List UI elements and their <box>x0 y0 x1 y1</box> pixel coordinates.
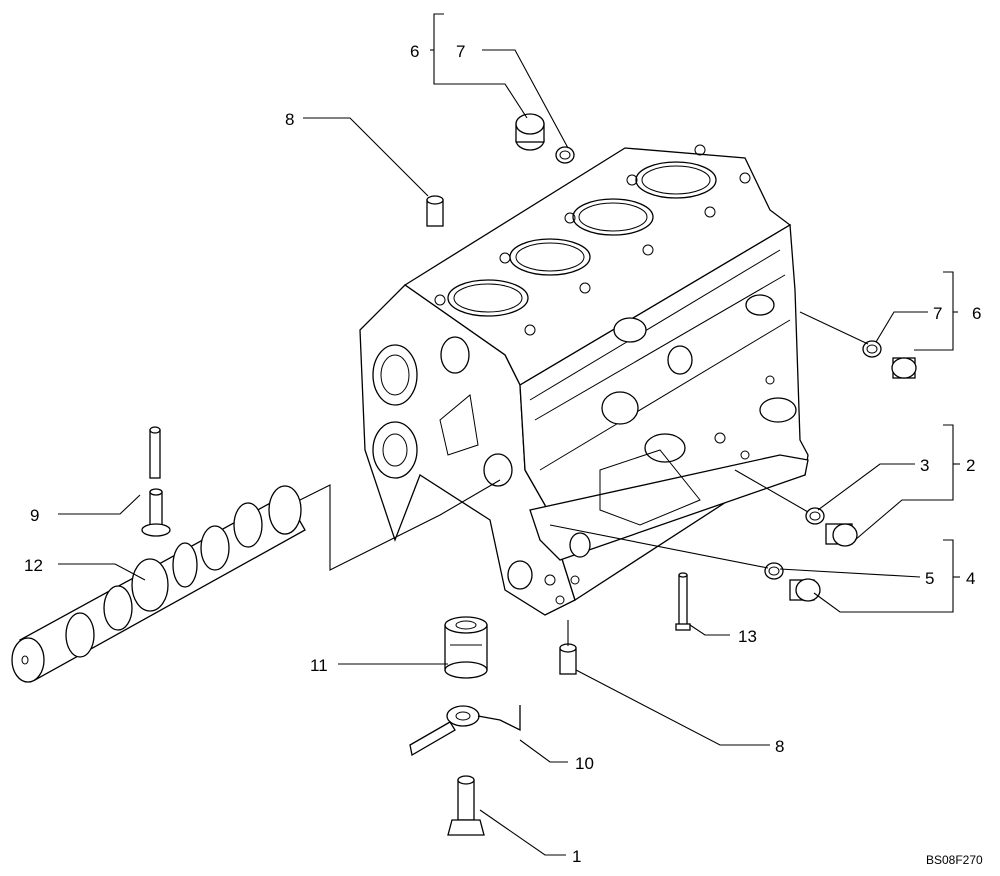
plug-right-upper <box>891 357 917 379</box>
callout-7-top: 7 <box>456 42 465 61</box>
callout-9: 9 <box>30 506 39 525</box>
callout-11: 11 <box>310 656 328 675</box>
callout-13: 13 <box>738 627 757 646</box>
dowel-pin-top <box>426 195 444 227</box>
washer-top <box>555 146 575 164</box>
callout-10: 10 <box>575 754 594 773</box>
washer-5 <box>764 562 784 580</box>
callout-2: 2 <box>966 456 975 475</box>
bolt-13 <box>675 572 691 631</box>
callout-7-right: 7 <box>933 304 942 323</box>
callout-8-bottom: 8 <box>775 737 784 756</box>
callout-6-top: 6 <box>410 42 419 61</box>
callout-4: 4 <box>966 569 975 588</box>
leader-lines <box>58 13 960 856</box>
plug-top <box>515 113 545 151</box>
camshaft-12 <box>11 485 306 683</box>
washer-3 <box>805 507 825 525</box>
plug-4 <box>789 578 821 602</box>
pin-9 <box>141 426 171 537</box>
callout-6-right: 6 <box>972 304 981 323</box>
oil-jet-10 <box>409 705 521 757</box>
callout-1: 1 <box>572 847 581 866</box>
tappet-11 <box>444 616 488 679</box>
callout-12: 12 <box>24 556 43 575</box>
figure-reference: BS08F270 <box>926 853 983 867</box>
callout-3: 3 <box>920 456 929 475</box>
callout-8-top: 8 <box>285 110 294 129</box>
washer-right-upper <box>862 340 882 358</box>
callout-labels: 6 7 8 7 6 3 2 9 12 5 4 13 11 8 10 1 <box>24 42 981 866</box>
callout-5: 5 <box>925 569 934 588</box>
plug-2 <box>825 523 858 547</box>
dowel-pin-bottom <box>559 643 577 675</box>
cylinder-block <box>359 144 809 616</box>
bolt-1 <box>447 775 485 836</box>
